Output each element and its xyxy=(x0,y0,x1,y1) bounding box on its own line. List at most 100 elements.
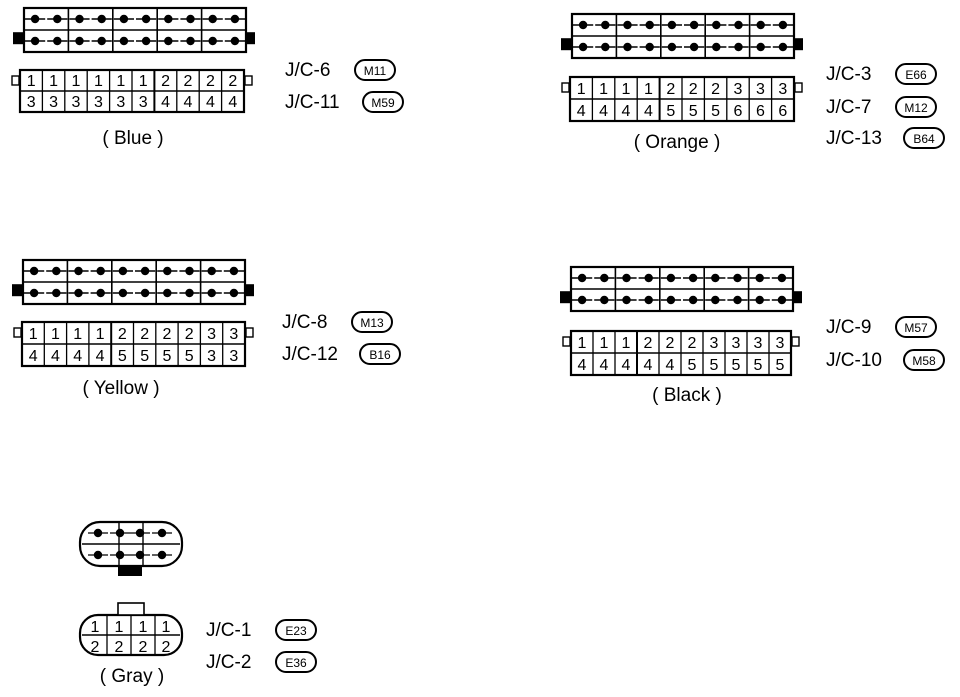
latch-right xyxy=(245,284,254,297)
terminal-number: 2 xyxy=(91,639,100,656)
terminal-number: 1 xyxy=(162,619,171,636)
connector-pin xyxy=(644,295,653,305)
connector-pin xyxy=(711,273,720,283)
connector-code: B16 xyxy=(369,348,391,362)
terminal-number: 4 xyxy=(577,103,586,120)
latch-left xyxy=(13,32,24,45)
connector-pin xyxy=(778,20,788,30)
connector-pin xyxy=(207,288,216,298)
connector-pin xyxy=(712,20,721,30)
terminal-number: 4 xyxy=(161,94,170,111)
connector-pin xyxy=(185,266,194,276)
connector-pin xyxy=(30,14,40,24)
terminal-number: 1 xyxy=(49,73,58,90)
connector-code-badge xyxy=(895,96,937,118)
connector-code: E36 xyxy=(285,656,307,670)
terminal-number: 4 xyxy=(206,94,215,111)
connector-pin xyxy=(119,36,129,46)
terminal-number: 6 xyxy=(778,103,787,120)
connector-pin xyxy=(230,36,240,46)
terminal-key-right xyxy=(791,336,800,347)
terminal-number: 6 xyxy=(734,103,743,120)
latch-left xyxy=(561,38,572,51)
terminal-number: 2 xyxy=(162,326,171,343)
terminal-key-left xyxy=(11,75,20,86)
connector-pin xyxy=(157,528,167,538)
connector-pin xyxy=(734,42,743,52)
terminal-key-left xyxy=(561,82,570,93)
junction-connector-name: J/C-13 xyxy=(826,128,882,149)
connector-pin xyxy=(208,36,217,46)
terminal-number: 2 xyxy=(185,326,194,343)
junction-connector-name: J/C-6 xyxy=(285,60,330,81)
connector-pin xyxy=(711,295,720,305)
terminal-number: 3 xyxy=(778,81,787,98)
terminal-number: 2 xyxy=(711,81,720,98)
connector-pin xyxy=(622,295,631,305)
connector-pin xyxy=(141,14,151,24)
connector-pin xyxy=(74,288,83,298)
terminal-number: 4 xyxy=(96,348,105,365)
terminal-number: 5 xyxy=(776,357,785,374)
connector-pin xyxy=(93,550,103,560)
latch-right xyxy=(793,291,802,304)
terminal-key-right xyxy=(244,75,253,86)
connector-pin xyxy=(207,266,216,276)
terminal-number: 4 xyxy=(644,103,653,120)
connector-pin xyxy=(777,295,787,305)
terminal-number: 3 xyxy=(776,335,785,352)
terminal-key-right xyxy=(245,327,254,338)
connector-code: E23 xyxy=(285,624,307,638)
terminal-number: 2 xyxy=(228,73,237,90)
connector-pin xyxy=(29,266,39,276)
connector-pin xyxy=(163,266,172,276)
junction-connector-name: J/C-9 xyxy=(826,317,871,338)
terminal-number: 2 xyxy=(644,335,653,352)
connector-pin xyxy=(208,14,217,24)
junction-connector-name: J/C-1 xyxy=(206,620,251,641)
terminal-number: 4 xyxy=(666,357,675,374)
connector-pin xyxy=(186,36,195,46)
terminal-key-left xyxy=(562,336,571,347)
terminal-number: 3 xyxy=(139,94,148,111)
connector-pin xyxy=(733,273,742,283)
latch-bottom xyxy=(118,566,142,576)
connector-pin xyxy=(185,288,194,298)
terminal-number: 5 xyxy=(710,357,719,374)
connector-code-badge xyxy=(351,311,393,333)
connector-pin xyxy=(140,266,150,276)
terminal-number: 1 xyxy=(139,619,148,636)
connector-pin xyxy=(163,288,172,298)
terminal-number: 6 xyxy=(756,103,765,120)
connector-code-badge xyxy=(895,63,937,85)
terminal-number: 1 xyxy=(115,619,124,636)
connector-code-badge xyxy=(354,59,396,81)
connector-pin xyxy=(97,14,106,24)
terminal-number: 3 xyxy=(49,94,58,111)
terminal-number: 3 xyxy=(732,335,741,352)
connector-pin xyxy=(164,36,173,46)
connector-pin xyxy=(135,550,145,560)
latch-left xyxy=(12,284,23,297)
connector-pin xyxy=(688,295,698,305)
terminal-number: 1 xyxy=(91,619,100,636)
connector-color-label: ( Black ) xyxy=(652,385,722,406)
terminal-number: 4 xyxy=(622,103,631,120)
junction-connector-name: J/C-3 xyxy=(826,64,871,85)
connector-pin xyxy=(645,20,654,30)
terminal-number: 1 xyxy=(29,326,38,343)
connector-pin xyxy=(30,36,40,46)
connector-pin xyxy=(755,295,764,305)
terminal-number: 2 xyxy=(162,639,171,656)
connector-pin xyxy=(164,14,173,24)
junction-connector-name: J/C-11 xyxy=(285,92,340,113)
connector-pin xyxy=(141,36,151,46)
connector-code-badge xyxy=(895,316,937,338)
terminal-number: 4 xyxy=(578,357,587,374)
connector-code: E66 xyxy=(905,68,927,82)
terminal-number: 4 xyxy=(599,103,608,120)
junction-connector-name: J/C-8 xyxy=(282,312,327,333)
